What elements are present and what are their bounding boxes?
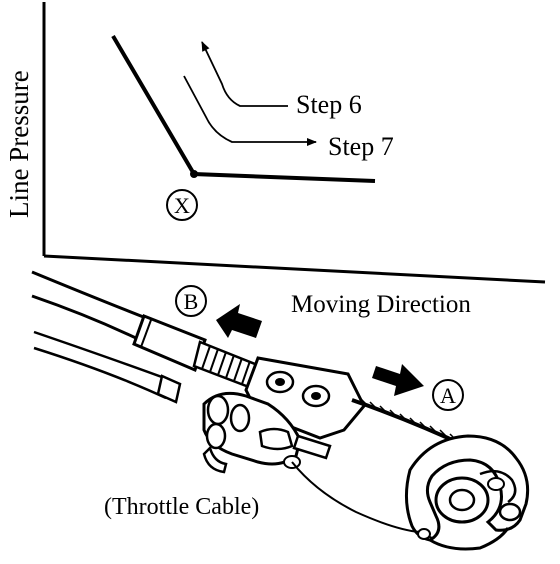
thread-ticks — [201, 345, 259, 388]
throttle-mechanism: B A Moving Direction (Throttle Cable) — [31, 270, 530, 551]
upper-cable-line-2 — [31, 294, 141, 342]
lock-nut-2 — [301, 384, 331, 408]
wire-end — [417, 528, 431, 540]
label-b: B — [184, 289, 199, 314]
arrow-a — [372, 364, 424, 396]
pressure-graph: Line Pressure X Step 6 Step 7 — [4, 2, 546, 284]
step7-label: Step 7 — [328, 132, 394, 161]
step7-arrow — [183, 75, 317, 146]
throttle-cable-caption: (Throttle Cable) — [104, 494, 259, 520]
label-b-marker: B — [175, 285, 207, 317]
point-x-marker: X — [166, 189, 198, 221]
point-x-dot — [190, 170, 198, 178]
label-a: A — [440, 383, 456, 408]
y-axis-label: Line Pressure — [4, 70, 34, 218]
step6-arrow — [201, 41, 288, 107]
cable-sleeve-ridge — [140, 319, 152, 348]
x-axis — [43, 254, 546, 284]
upper-cable-line-1 — [31, 270, 147, 320]
inner-cable-twist — [359, 397, 457, 441]
step6-label: Step 6 — [296, 90, 362, 119]
linkage-assembly — [202, 391, 332, 474]
lower-cable-line-2 — [33, 346, 167, 400]
throttle-pulley — [405, 434, 530, 551]
moving-direction-label: Moving Direction — [291, 291, 471, 318]
cable-sleeve — [132, 314, 207, 373]
point-x-label: X — [174, 193, 190, 218]
arrow-b — [216, 304, 262, 338]
lower-cable-line-1 — [33, 330, 171, 382]
lower-cable-sleeve — [156, 374, 182, 404]
label-a-marker: A — [432, 379, 464, 411]
link-wire — [291, 461, 433, 539]
lock-nut-1 — [265, 370, 295, 394]
